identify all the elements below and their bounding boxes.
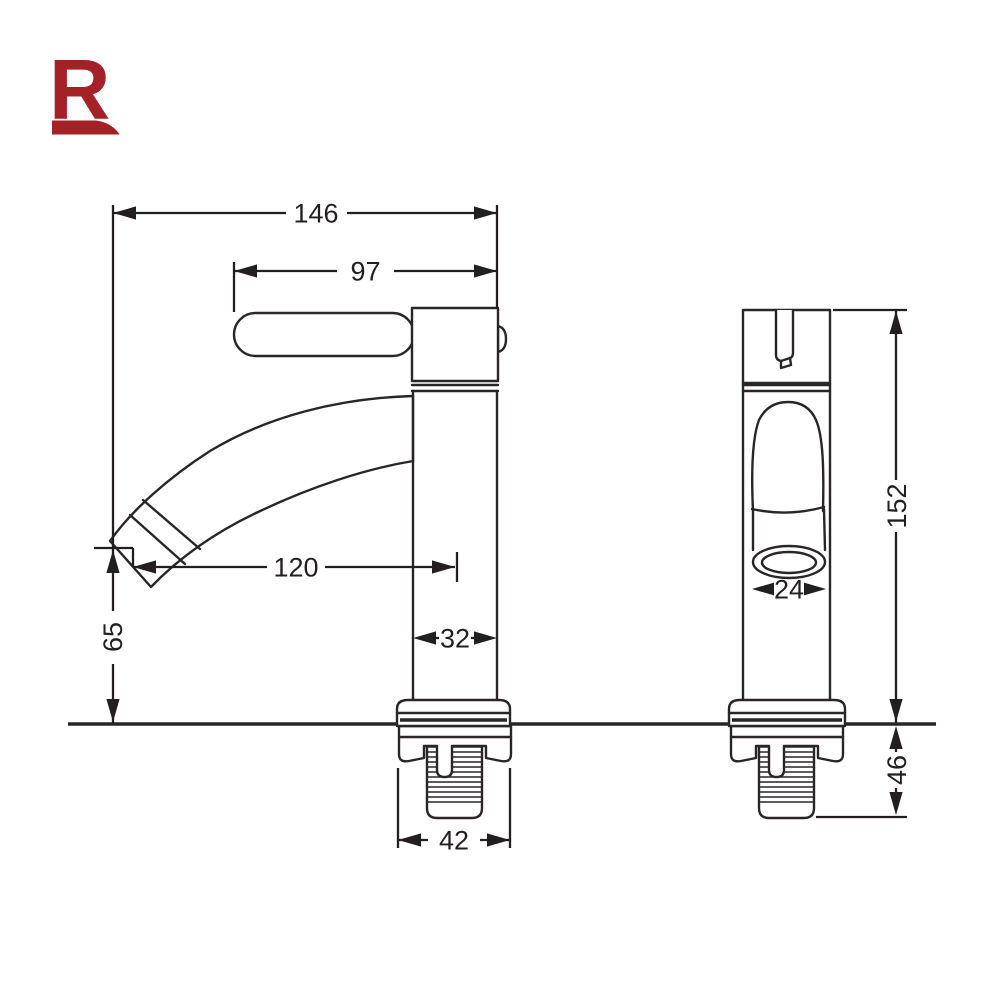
dim-label-spout-reach: 120	[273, 553, 318, 583]
arrowhead-left	[133, 560, 156, 574]
dim-outlet-height: 65	[98, 205, 128, 724]
spout-aerator-line-1	[141, 498, 202, 551]
mounting-bracket-front	[729, 724, 845, 779]
arrowhead-left	[234, 264, 257, 278]
cartridge-cap	[410, 306, 500, 383]
arrowhead-left	[413, 631, 436, 645]
arrowhead-right	[804, 582, 826, 596]
dim-handle-length: 97	[232, 257, 497, 312]
arrowhead-left	[752, 582, 774, 596]
dim-label-total-length: 146	[293, 199, 338, 229]
logo-underline	[52, 120, 120, 135]
arrowhead-up	[889, 311, 903, 334]
arrowhead-right	[487, 833, 510, 847]
spout-aerator-line-2	[128, 513, 187, 566]
outlet-ellipse-inner	[760, 550, 818, 575]
dim-total-length: 146	[113, 199, 499, 309]
logo: R	[49, 43, 120, 138]
cap-side-button	[496, 324, 508, 354]
spout-cone-rim-front	[750, 505, 826, 514]
dim-base-width: 42	[396, 768, 512, 856]
arrowhead-left	[113, 206, 136, 220]
threaded-shank-side	[425, 742, 484, 820]
arrowhead-down	[889, 699, 903, 722]
dim-label-handle-length: 97	[350, 257, 380, 287]
dim-total-height: 152	[833, 308, 912, 723]
thread-body	[425, 742, 484, 820]
arrowhead-up	[889, 726, 903, 749]
arrowhead-down	[889, 792, 903, 815]
dim-label-body-width: 32	[440, 624, 470, 654]
handle-slot-front	[774, 310, 795, 363]
thread-body-front	[757, 742, 816, 820]
dim-label-base-width: 42	[439, 826, 469, 856]
dim-thread-length: 46	[816, 726, 912, 819]
faucet-front-view	[727, 308, 847, 820]
faucet-side-view	[108, 306, 513, 820]
handle-lever	[232, 311, 416, 358]
arrowhead-right	[432, 560, 455, 574]
spout	[108, 394, 415, 589]
dim-spout-reach: 120	[94, 546, 459, 583]
arrowhead-up	[106, 550, 120, 573]
dim-body-width: 32	[413, 624, 497, 654]
dim-label-outlet-diameter: 24	[774, 575, 804, 605]
arrowhead-left	[398, 833, 421, 847]
dim-label-thread-length: 46	[882, 755, 912, 785]
dim-label-total-height: 152	[882, 483, 912, 528]
arrowhead-right	[474, 264, 497, 278]
arrowhead-right	[474, 631, 497, 645]
spout-cone-right	[822, 507, 827, 552]
dim-label-outlet-height: 65	[98, 622, 128, 652]
threaded-shank-front	[757, 742, 816, 820]
spout-arch-front	[751, 400, 825, 513]
arrowhead-right	[474, 206, 497, 220]
arrowhead-down	[106, 699, 120, 722]
dimensions: 146 97 120 65	[94, 199, 912, 856]
dim-outlet-diameter: 24	[752, 575, 826, 605]
handle-slot-foot	[779, 356, 793, 370]
mounting-bracket-side	[397, 724, 513, 779]
